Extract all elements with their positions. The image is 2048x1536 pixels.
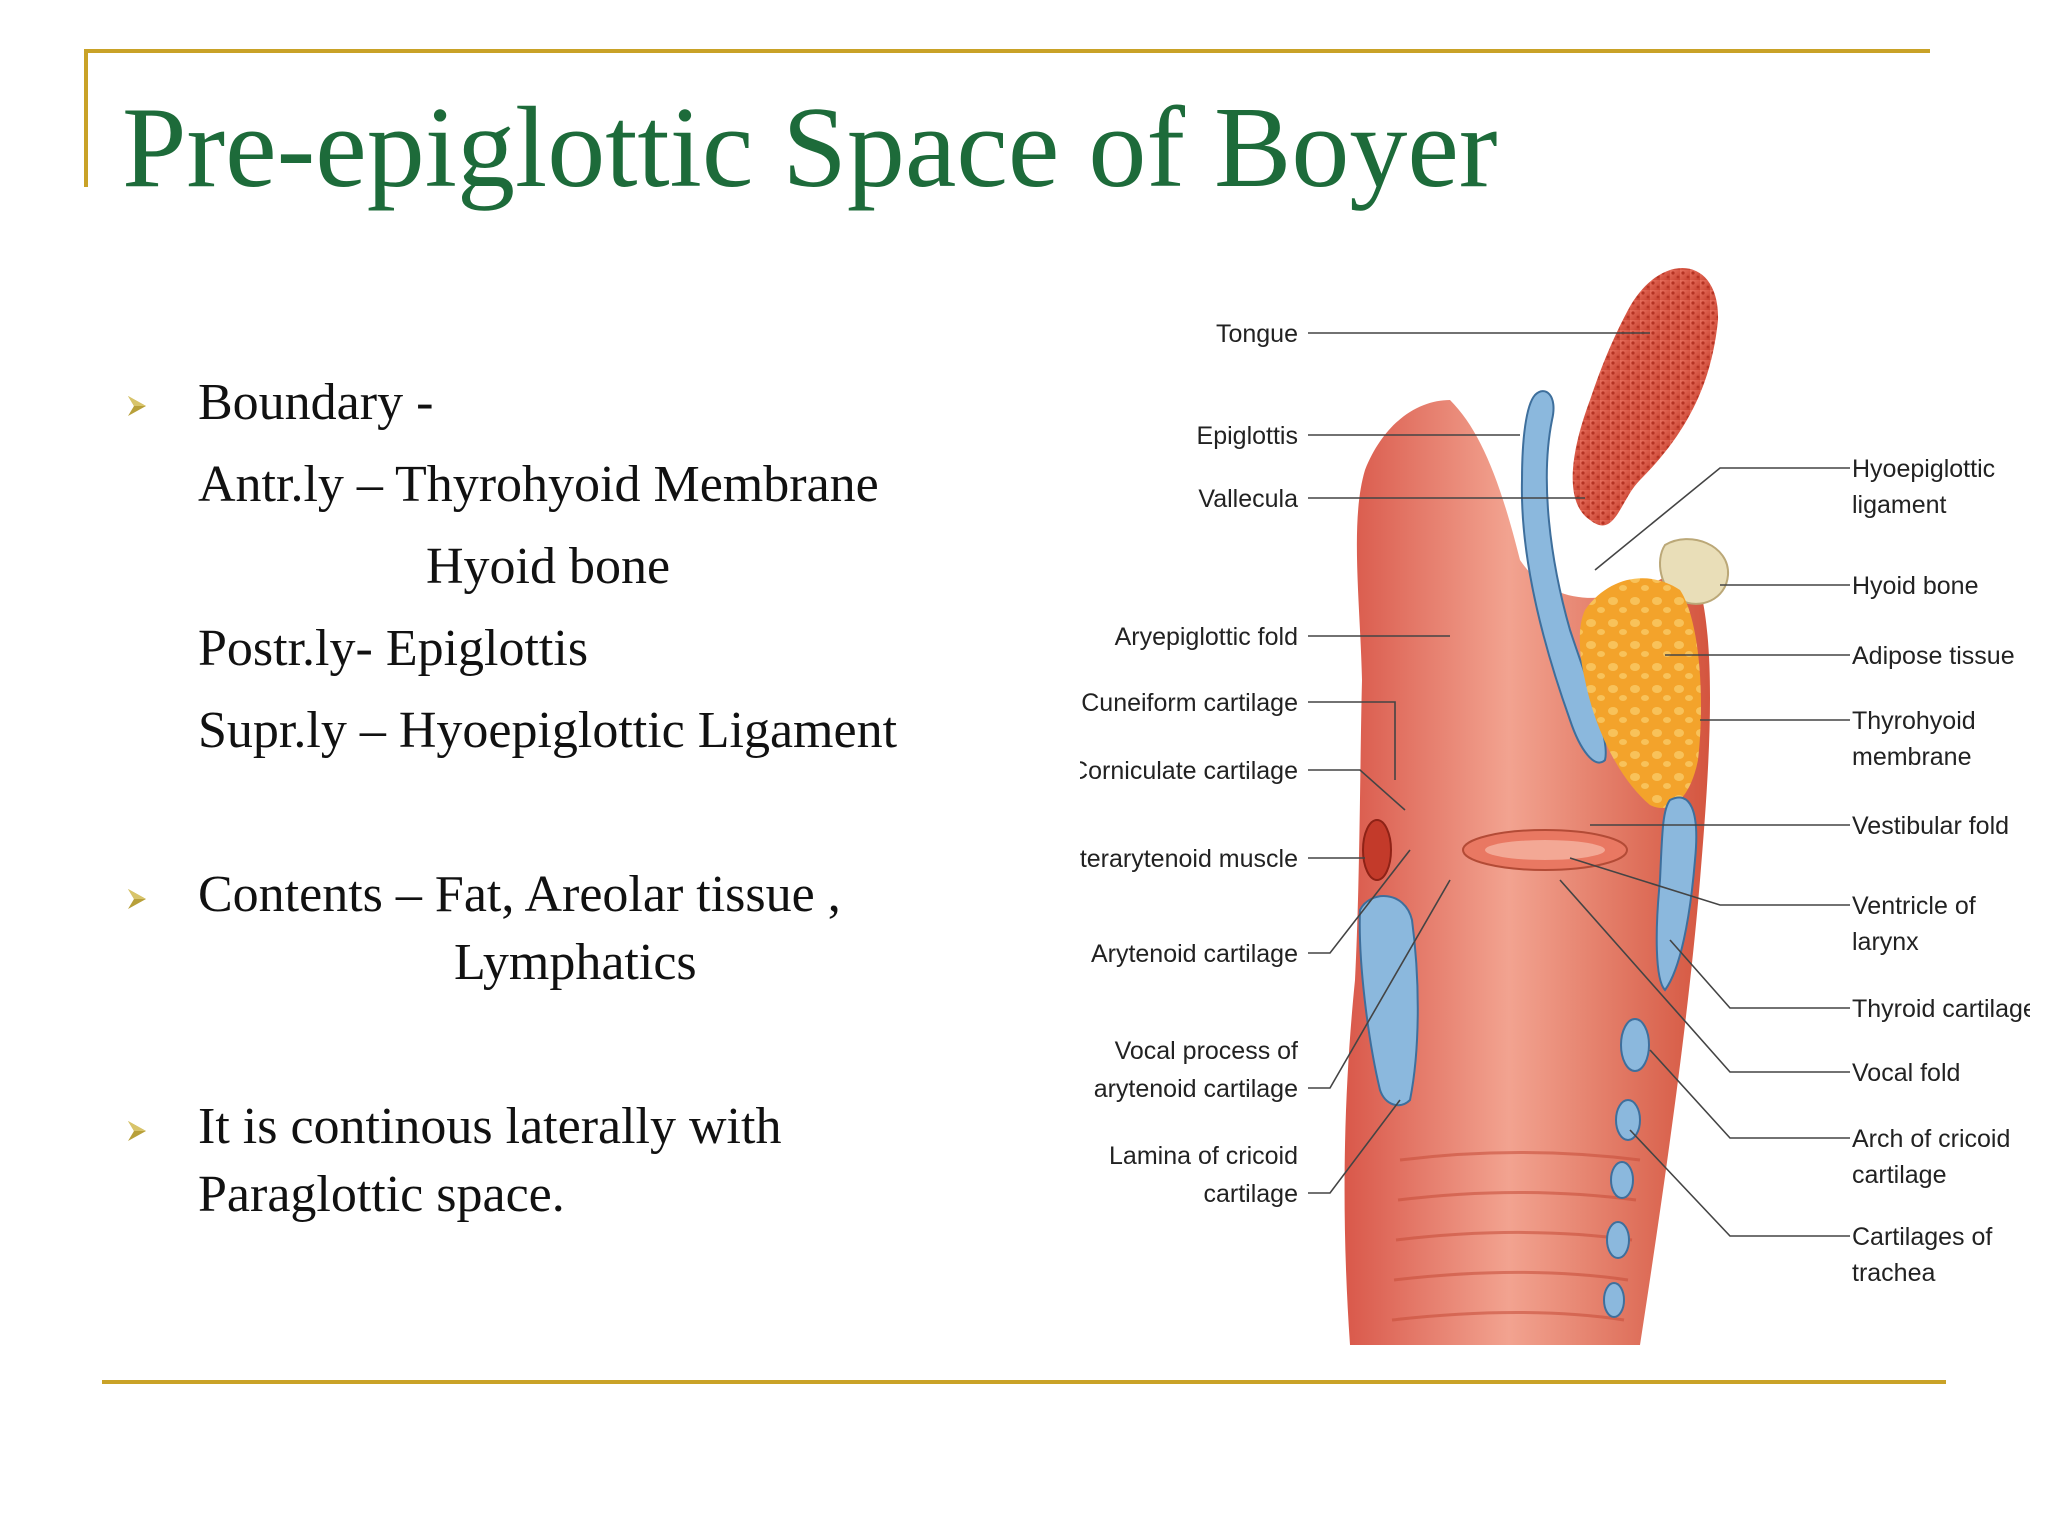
label-thyrohyoid-line-1: Thyrohyoid (1852, 707, 1976, 735)
leader-lines (1308, 332, 1850, 1237)
bullet-1-line-hyoid: Hyoid bone (426, 538, 671, 595)
cricoid-lamina (1358, 895, 1419, 1107)
top-border-line (84, 49, 1930, 53)
label-ventricle-line-2: larynx (1852, 928, 1919, 956)
epiglottis-cartilage (1520, 390, 1607, 764)
label-arch-cricoid-line-2: cartilage (1852, 1161, 1947, 1189)
arrow-bullet-icon (124, 393, 150, 419)
label-interarytenoid-muscle: Interarytenoid muscle (1080, 845, 1298, 873)
label-vallecula: Vallecula (1198, 485, 1298, 513)
label-ventricle-line-1: Ventricle of (1852, 892, 1976, 920)
label-adipose-tissue: Adipose tissue (1852, 642, 2015, 670)
bullet-1-heading: Boundary - (198, 374, 434, 431)
slide-title: Pre-epiglottic Space of Boyer (122, 84, 1498, 212)
bullet-3-line-2: Paraglottic space. (198, 1166, 565, 1223)
bullet-3-line-1: It is continous laterally with (198, 1098, 782, 1155)
label-vocal-fold: Vocal fold (1852, 1059, 1960, 1087)
label-epiglottis: Epiglottis (1197, 422, 1298, 450)
label-lamina-cricoid-line-1: Lamina of cricoid (1109, 1142, 1298, 1170)
left-labels: Tongue Epiglottis Vallecula Aryepiglotti… (1080, 320, 1298, 1208)
adipose-tissue (1579, 578, 1701, 808)
hyoid-bone (1659, 538, 1730, 605)
label-trachea-cartilages-line-2: trachea (1852, 1259, 1935, 1287)
bottom-border-line (102, 1380, 1946, 1384)
arrow-bullet-icon (124, 1118, 150, 1144)
label-hyoid-bone: Hyoid bone (1852, 572, 1978, 600)
label-vocal-process-line-1: Vocal process of (1115, 1037, 1298, 1065)
bullet-2-line-contents: Contents – Fat, Areolar tissue , (198, 866, 841, 923)
label-vestibular-fold: Vestibular fold (1852, 812, 2009, 840)
label-hyoepiglottic-line-2: ligament (1852, 491, 1947, 519)
thyroid-cartilage (1655, 796, 1698, 992)
label-aryepiglottic-fold: Aryepiglottic fold (1115, 623, 1298, 651)
label-arch-cricoid-line-1: Arch of cricoid (1852, 1125, 2010, 1153)
bullet-1-line-anterior: Antr.ly – Thyrohyoid Membrane (198, 456, 879, 513)
interarytenoid-muscle (1362, 819, 1392, 881)
label-trachea-cartilages-line-1: Cartilages of (1852, 1223, 1992, 1251)
label-lamina-cricoid-line-2: cartilage (1204, 1180, 1299, 1208)
left-border-line (84, 49, 88, 187)
label-thyrohyoid-line-2: membrane (1852, 743, 1972, 771)
bullet-1-line-superior: Supr.ly – Hyoepiglottic Ligament (198, 702, 898, 759)
label-arytenoid-cartilage: Arytenoid cartilage (1091, 940, 1298, 968)
label-corniculate-cartilage: Corniculate cartilage (1080, 757, 1298, 785)
label-cuneiform-cartilage: Cuneiform cartilage (1081, 689, 1298, 717)
bullet-2-line-lymphatics: Lymphatics (454, 934, 697, 991)
label-hyoepiglottic-line-1: Hyoepiglottic (1852, 455, 1995, 483)
vocal-folds (1462, 829, 1628, 871)
bullet-list: Boundary - Antr.ly – Thyrohyoid Membrane… (0, 0, 1000, 1300)
tracheal-cartilages (1603, 1018, 1650, 1318)
label-tongue: Tongue (1216, 320, 1298, 348)
bullet-1-line-posterior: Postr.ly- Epiglottis (198, 620, 589, 677)
label-vocal-process-line-2: arytenoid cartilage (1094, 1075, 1298, 1103)
tongue-shape (1572, 267, 1719, 526)
larynx-sagittal-diagram: Tongue Epiglottis Vallecula Aryepiglotti… (1080, 267, 2030, 1345)
label-thyroid-cartilage: Thyroid cartilage (1852, 995, 2030, 1023)
arrow-bullet-icon (124, 886, 150, 912)
right-labels: Hyoepiglottic ligament Hyoid bone Adipos… (1852, 455, 2030, 1287)
